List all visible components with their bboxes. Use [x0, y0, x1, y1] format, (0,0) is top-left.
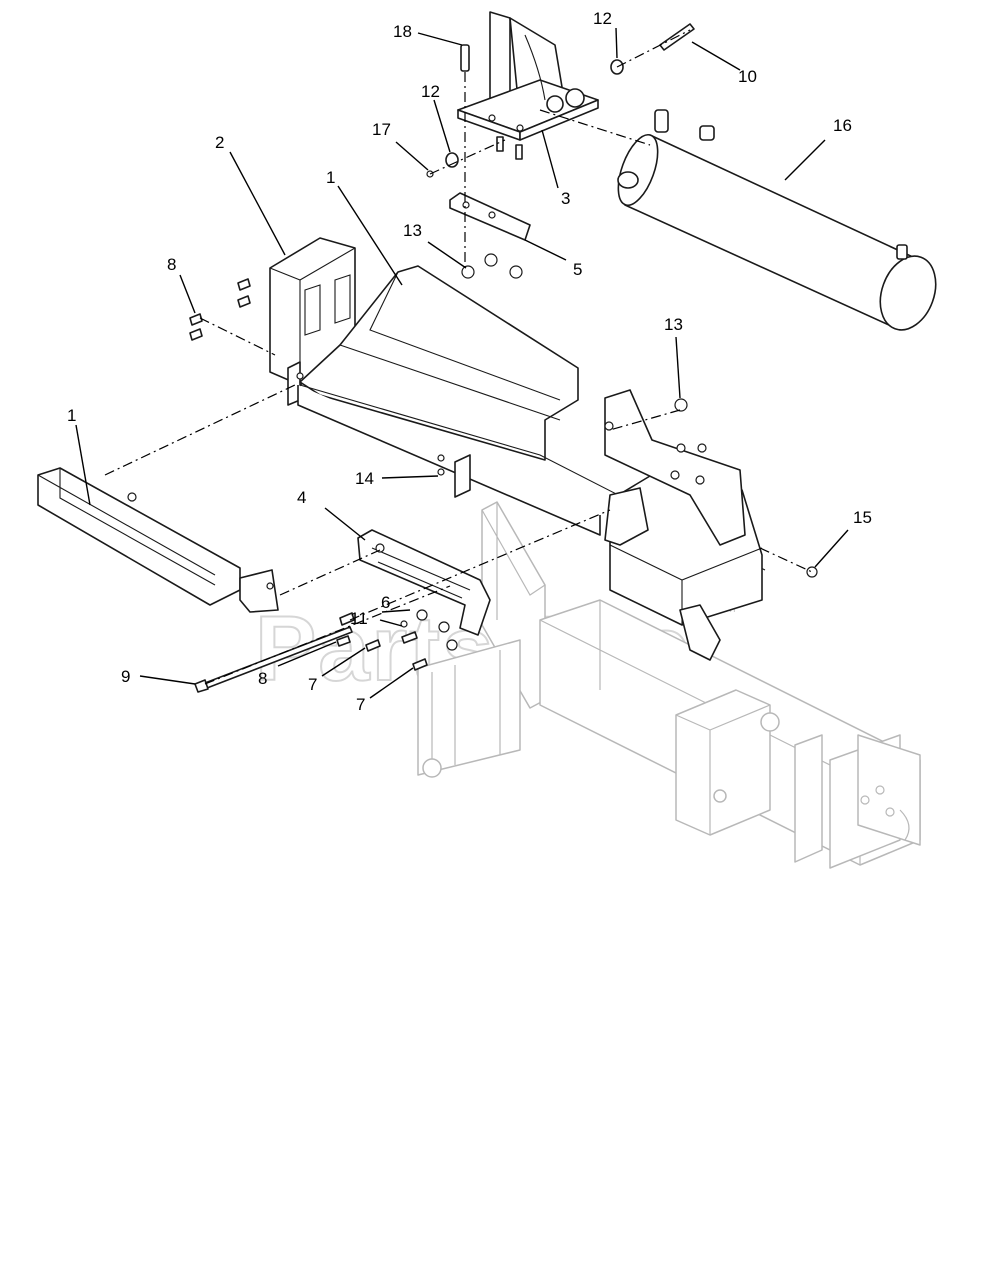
- part-18-pin: [460, 44, 470, 72]
- callout-4: 4: [297, 488, 306, 507]
- callout-6: 6: [381, 593, 390, 612]
- callout-11: 11: [350, 609, 368, 628]
- callout-14: 14: [355, 469, 374, 488]
- callout-7-right: 7: [356, 695, 365, 714]
- callout-16: 16: [833, 116, 852, 135]
- callout-15: 15: [853, 508, 872, 527]
- callout-13-right: 13: [664, 315, 683, 334]
- callout-10: 10: [738, 67, 757, 86]
- small-hardware: [189, 278, 818, 693]
- callout-1-top: 1: [326, 168, 335, 187]
- callout-7-left: 7: [308, 675, 317, 694]
- callout-8-top: 8: [167, 255, 176, 274]
- callout-13-top: 13: [403, 221, 422, 240]
- callout-17: 17: [372, 120, 391, 139]
- callout-labels: 18 12 10 12 17 16 3 2 1 13 5 8 13 1 14 4…: [67, 9, 872, 714]
- part-16-cylinder: [617, 109, 937, 331]
- part-13-nuts: [461, 253, 688, 412]
- callout-9: 9: [121, 667, 130, 686]
- part-1-main-beam: [296, 265, 766, 661]
- ghost-frame-assembly: [417, 501, 921, 869]
- callout-1-left: 1: [67, 406, 76, 425]
- part-12-washer-left: [445, 152, 459, 168]
- assembly-lines: [104, 29, 813, 685]
- part-3-bracket: [457, 11, 599, 160]
- callout-3: 3: [561, 189, 570, 208]
- part-4-bracket: [357, 529, 491, 636]
- callout-12-top: 12: [593, 9, 612, 28]
- part-2-plate: [269, 237, 356, 406]
- callout-12-left: 12: [421, 82, 440, 101]
- leader-lines: [75, 27, 849, 699]
- part-1-table: [37, 467, 279, 613]
- callout-2: 2: [215, 133, 224, 152]
- callout-8-bottom: 8: [258, 669, 267, 688]
- callout-5: 5: [573, 260, 582, 279]
- callout-18: 18: [393, 22, 412, 41]
